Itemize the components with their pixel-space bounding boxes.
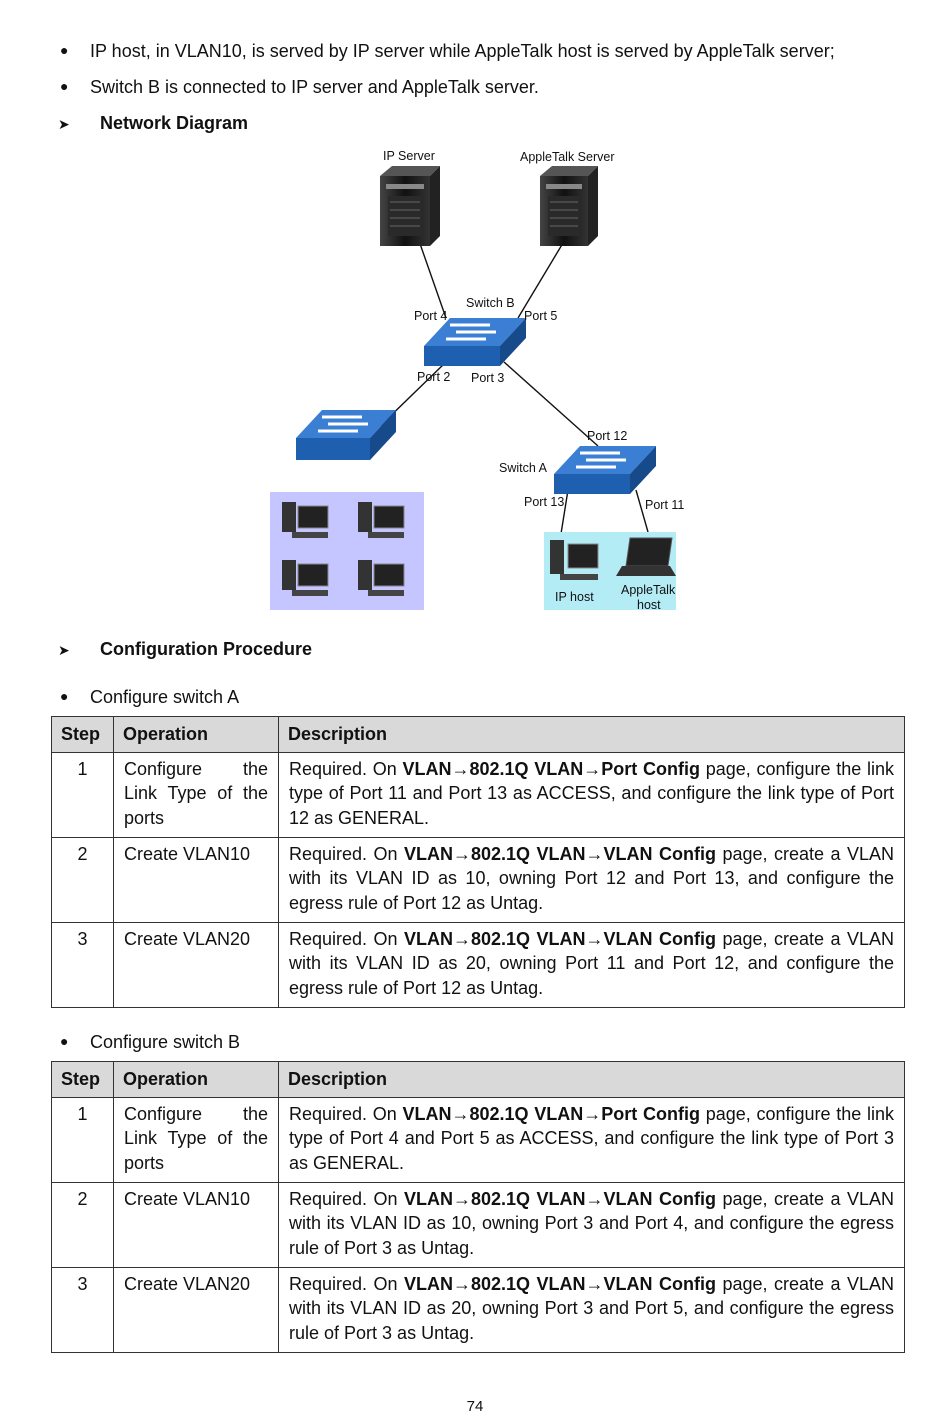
table-row: 2 Create VLAN10 Required. On VLAN→802.1Q… (51, 1181, 905, 1268)
port5-label: Port 5 (524, 309, 557, 323)
appletalk-host-label-line1: AppleTalk (621, 583, 676, 597)
step-number: 3 (51, 1266, 114, 1353)
table-row: 2 Create VLAN10 Required. On VLAN→802.1Q… (51, 836, 905, 923)
table-header-row: Step Operation Description (51, 1061, 905, 1098)
step-number: 1 (51, 751, 114, 838)
table-row: 1 Configure the Link Type of the ports R… (51, 751, 905, 838)
table-row: 3 Create VLAN20 Required. On VLAN→802.1Q… (51, 921, 905, 1008)
ip-host-icon (550, 540, 599, 580)
step-number: 1 (51, 1096, 114, 1183)
description-header: Description (278, 1061, 905, 1098)
appletalk-server-icon (540, 166, 598, 246)
step-header: Step (51, 1061, 114, 1098)
arrow-bullet-icon: ➤ (58, 116, 70, 132)
port2-label: Port 2 (417, 370, 450, 384)
port4-label: Port 4 (414, 309, 447, 323)
switch-a-steps-table: Step Operation Description 1 Configure t… (51, 716, 905, 1008)
description-cell: Required. On VLAN→802.1Q VLAN→VLAN Confi… (278, 1266, 905, 1353)
bullet-dot: ● (60, 688, 69, 704)
step-number: 3 (51, 921, 114, 1008)
description-cell: Required. On VLAN→802.1Q VLAN→Port Confi… (278, 751, 905, 838)
intro-bullet-1: IP host, in VLAN10, is served by IP serv… (90, 41, 835, 61)
bullet-dot: ● (60, 78, 69, 94)
operation-cell: Create VLAN20 (113, 921, 279, 1008)
switch-b-icon (424, 318, 526, 366)
appletalk-host-label-line2: host (637, 598, 661, 612)
operation-cell: Create VLAN10 (113, 1181, 279, 1268)
table-header-row: Step Operation Description (51, 716, 905, 753)
intro-bullet-2: Switch B is connected to IP server and A… (90, 77, 539, 97)
description-cell: Required. On VLAN→802.1Q VLAN→VLAN Confi… (278, 1181, 905, 1268)
step-number: 2 (51, 836, 114, 923)
left-switch-icon (296, 410, 396, 460)
arrow-bullet-icon: ➤ (58, 642, 70, 658)
appletalk-host-icon (616, 537, 676, 576)
port13-label: Port 13 (524, 495, 564, 509)
table-row: 1 Configure the Link Type of the ports R… (51, 1096, 905, 1183)
operation-header: Operation (113, 716, 279, 753)
appletalk-server-label: AppleTalk Server (520, 150, 615, 164)
pc-icon (282, 502, 329, 538)
switch-a-icon (554, 446, 656, 494)
switch-b-steps-table: Step Operation Description 1 Configure t… (51, 1061, 905, 1353)
ip-server-label: IP Server (383, 149, 435, 163)
pc-icon (358, 502, 405, 538)
port3-label: Port 3 (471, 371, 504, 385)
description-header: Description (278, 716, 905, 753)
cables (377, 237, 649, 541)
operation-cell: Configure the Link Type of the ports (113, 1096, 279, 1183)
step-number: 2 (51, 1181, 114, 1268)
network-diagram: IP Server AppleTalk Server Switch B Port… (270, 149, 684, 612)
page-number: 74 (466, 1398, 484, 1415)
configuration-procedure-heading: Configuration Procedure (100, 639, 313, 659)
operation-cell: Create VLAN10 (113, 836, 279, 923)
port12-label: Port 12 (587, 429, 627, 443)
switch-b-label: Switch B (466, 296, 515, 310)
description-cell: Required. On VLAN→802.1Q VLAN→VLAN Confi… (278, 921, 905, 1008)
network-diagram-heading: Network Diagram (100, 113, 249, 133)
pc-icon (358, 560, 405, 596)
table-row: 3 Create VLAN20 Required. On VLAN→802.1Q… (51, 1266, 905, 1353)
bullet-dot: ● (60, 1033, 69, 1049)
step-header: Step (51, 716, 114, 753)
bullet-dot: ● (60, 42, 69, 58)
configure-switch-a-bullet: Configure switch A (90, 687, 240, 707)
configure-switch-b-bullet: Configure switch B (90, 1032, 241, 1052)
description-cell: Required. On VLAN→802.1Q VLAN→VLAN Confi… (278, 836, 905, 923)
switch-a-label: Switch A (499, 461, 548, 475)
operation-cell: Configure the Link Type of the ports (113, 751, 279, 838)
operation-cell: Create VLAN20 (113, 1266, 279, 1353)
ip-server-icon (380, 166, 440, 246)
description-cell: Required. On VLAN→802.1Q VLAN→Port Confi… (278, 1096, 905, 1183)
port11-label: Port 11 (645, 498, 684, 512)
pc-icon (282, 560, 329, 596)
ip-host-label: IP host (555, 590, 594, 604)
operation-header: Operation (113, 1061, 279, 1098)
